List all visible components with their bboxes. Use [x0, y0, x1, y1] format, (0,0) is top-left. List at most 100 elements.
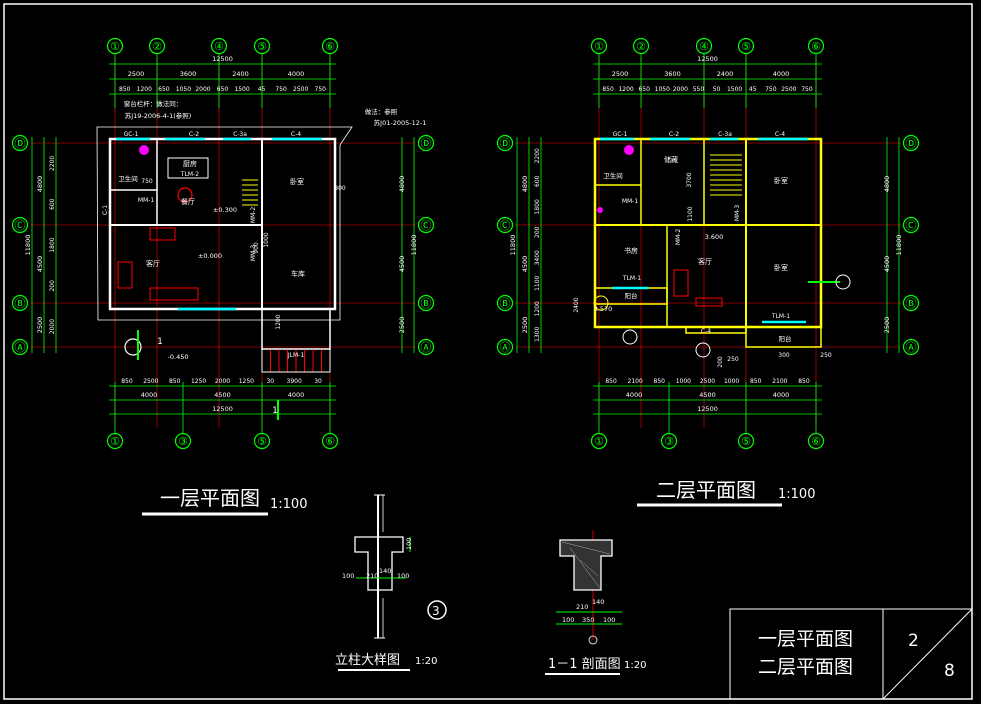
axis-bubble-left-label: Ⓑ	[15, 297, 26, 310]
top-dim-detail: 2000	[673, 86, 688, 93]
axis-bubble-bottom	[106, 432, 124, 450]
misc-dim: 200	[717, 356, 724, 368]
top-dim-detail: 1200	[137, 86, 152, 93]
detail-mark	[695, 342, 711, 358]
axis-bubble-right-label: Ⓓ	[421, 137, 432, 150]
top-dim-detail: 2500	[293, 86, 308, 93]
top-dim-detail: 850	[119, 86, 131, 93]
axis-bubble-bottom-label: ①	[110, 435, 120, 448]
top-dim: 3600	[664, 70, 681, 78]
column-detail-mark-text: 3	[432, 604, 440, 618]
column-detail-scale: 1:20	[415, 656, 437, 667]
left-total: 11800	[24, 235, 32, 256]
bay-window	[685, 326, 747, 334]
misc-dim: 1100	[687, 206, 694, 221]
axis-bubble-top	[632, 37, 650, 55]
axis-bubble-top-label: ④	[214, 40, 224, 53]
balcony-south	[745, 326, 822, 348]
axis-bubble-left	[11, 338, 29, 356]
tag-c1: C-1	[102, 205, 109, 215]
axis-bubble-left-label: Ⓓ	[15, 137, 26, 150]
top-dim-detail: 750	[801, 86, 813, 93]
bottom-dim-detail: 2000	[215, 378, 230, 385]
tag-mm1: MM-1	[138, 197, 155, 204]
left-dim: 4800	[521, 176, 529, 193]
table-icon	[695, 297, 723, 307]
axis-bubble-right-label: Ⓒ	[906, 219, 917, 232]
tag-c4-b: C-4	[701, 328, 711, 335]
left-dim-detail: 1100	[534, 275, 541, 290]
axis-bubble-bottom	[174, 432, 192, 450]
bottom-dim: 4000	[626, 391, 643, 399]
left-dim-detail: 600	[49, 198, 56, 210]
column-dim-c: 140	[379, 567, 391, 575]
axis-bubble-top	[253, 37, 271, 55]
basin-icon	[597, 207, 603, 213]
title-block-name-2: 二层平面图	[758, 656, 853, 678]
left-dim-detail: 3400	[534, 250, 541, 265]
axis-bubble-right-label: Ⓐ	[906, 341, 917, 354]
top-dim: 2400	[717, 70, 734, 78]
axis-bubble-top-label: ②	[152, 40, 162, 53]
axis-bubble-bottom	[737, 432, 755, 450]
column-dim-a: 100	[342, 572, 354, 580]
column-detail: 100 100 210 140 100 3 立柱大样图 1:20	[335, 494, 447, 671]
axis-bubble-top-label: ①	[594, 40, 604, 53]
column-detail-title: 立柱大样图	[335, 653, 400, 668]
axis-bubble-top-label: ④	[699, 40, 709, 53]
bottom-dim-detail: 30	[266, 378, 274, 385]
bottom-dim: 4500	[214, 391, 231, 399]
left-dim-detail: 2200	[534, 148, 541, 163]
axis-bubble-bottom-label: ⑥	[811, 435, 821, 448]
top-dim-detail: 1050	[176, 86, 191, 93]
sheet-border	[3, 3, 973, 700]
axis-bubble-top-label: ⑤	[741, 40, 751, 53]
top-dim-detail: 650	[217, 86, 229, 93]
bottom-dim-detail: 850	[169, 378, 181, 385]
axis-bubble-right	[417, 216, 435, 234]
top-dim-detail: 1500	[727, 86, 742, 93]
axis-bubble-bottom	[660, 432, 678, 450]
left-dim-detail: 1200	[534, 301, 541, 316]
section-cut-mark	[124, 338, 142, 356]
left-dim-detail: 2000	[49, 319, 56, 334]
section-detail: 210 140 100 350 100 1－1 剖面图 1:20	[545, 530, 646, 675]
bottom-dim: 4000	[141, 391, 158, 399]
level-kitchen: ±0.300	[213, 206, 237, 214]
room-label-bedroom-2: 卧室	[774, 263, 788, 272]
axis-bubble-right-label: Ⓑ	[421, 297, 432, 310]
right-dim: 2500	[883, 317, 891, 334]
overall-width-top: 12500	[697, 55, 718, 63]
axis-bubble-top-label: ②	[636, 40, 646, 53]
axis-bubble-bottom	[253, 432, 271, 450]
room-label-bathroom: 卫生间	[603, 171, 623, 180]
bottom-dim: 4500	[699, 391, 716, 399]
top-dim-detail: 50	[713, 86, 721, 93]
top-dim-detail: 750	[765, 86, 777, 93]
section-mark-label-bottom: 1	[272, 406, 278, 416]
tag-mm3: MM-3	[250, 245, 257, 262]
axis-bubble-top	[590, 37, 608, 55]
axis-bubble-right	[417, 134, 435, 152]
top-dim-detail: 750	[315, 86, 327, 93]
title-block-sheet-no: 2	[908, 631, 919, 651]
axis-bubble-bottom-label: ③	[178, 435, 188, 448]
misc-dim: 1200	[275, 314, 282, 329]
axis-bubble-bottom	[590, 432, 608, 450]
axis-bubble-top-label: ⑥	[811, 40, 821, 53]
note-railing: 窗台栏杆：做法同：	[124, 99, 183, 108]
tag-tlm2: TLM-2	[180, 171, 199, 178]
axis-bubble-bottom-label: ③	[664, 435, 674, 448]
top-dim-detail: 1050	[655, 86, 670, 93]
axis-bubble-top	[148, 37, 166, 55]
axis-bubble-right	[417, 338, 435, 356]
bottom-dim-detail: 3900	[287, 378, 302, 385]
room-label-living: 客厅	[698, 257, 712, 266]
right-dim: 4800	[883, 176, 891, 193]
axis-bubble-bottom-label: ①	[594, 435, 604, 448]
room-label-study: 书房	[624, 246, 638, 255]
sofa-icon	[117, 261, 133, 289]
top-dim: 2400	[232, 70, 249, 78]
left-dim: 4800	[36, 176, 44, 193]
